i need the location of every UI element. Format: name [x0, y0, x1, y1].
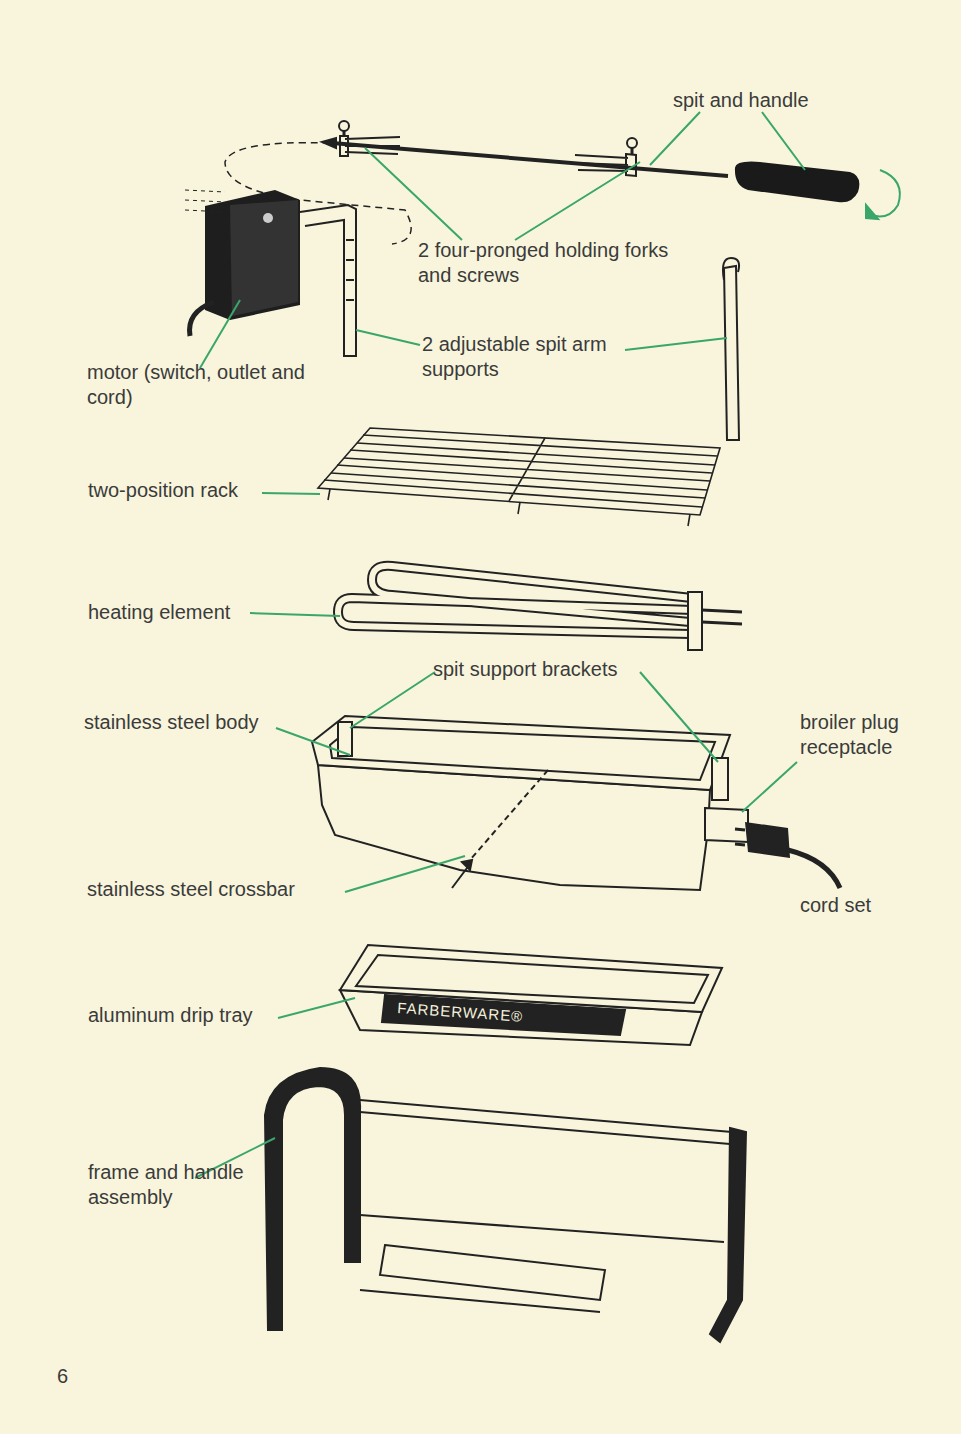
rotation-curve	[868, 170, 900, 217]
frame-plate	[380, 1245, 605, 1300]
part-label: spit and handle	[673, 88, 809, 113]
part-label: stainless steel crossbar	[87, 877, 295, 902]
body	[312, 716, 748, 890]
right-arm-hook	[723, 258, 739, 280]
page-number: 6	[57, 1364, 68, 1389]
leader-line	[345, 856, 465, 892]
part-label: two-position rack	[88, 478, 238, 503]
leader-line	[365, 148, 640, 240]
part-label: spit support brackets	[433, 657, 618, 682]
element-terminal	[688, 592, 702, 650]
part-label: broiler plug receptacle	[800, 710, 925, 760]
body-rim	[312, 716, 730, 790]
element-tube-inner	[338, 566, 692, 634]
spit-rod	[332, 143, 728, 176]
fork-screw-head	[627, 138, 637, 148]
leader-line	[250, 613, 340, 616]
plug-receptacle	[705, 808, 748, 842]
rotation-arrow	[866, 170, 900, 219]
motor	[185, 190, 300, 336]
part-label: motor (switch, outlet and cord)	[87, 360, 337, 410]
part-label: frame and handle assembly	[88, 1160, 268, 1210]
motor-body	[205, 190, 300, 320]
motor-outlet	[263, 213, 273, 223]
leader-line	[262, 493, 320, 494]
spit-handle	[735, 162, 859, 203]
cord-set	[735, 822, 840, 888]
spit-assembly	[225, 121, 859, 244]
leader-line	[350, 672, 718, 762]
spit-arm-supports	[300, 205, 739, 440]
frame-handle	[265, 1068, 360, 1330]
leader-line	[650, 112, 805, 170]
left-arm-support	[300, 205, 356, 356]
drip-tray	[340, 945, 722, 1045]
rack	[318, 428, 720, 526]
rack-feet	[328, 489, 690, 526]
part-label: 2 four-pronged holding forks and screws	[418, 238, 678, 288]
leader-line	[742, 762, 797, 812]
cord-plug	[745, 822, 790, 858]
rack-wires	[324, 435, 717, 507]
brand-mark: FARBERWARE®	[397, 998, 524, 1026]
part-label: heating element	[88, 600, 230, 625]
part-label: aluminum drip tray	[88, 1003, 253, 1028]
motor-cord	[190, 302, 215, 336]
fork-screw-head	[339, 121, 349, 131]
support-bracket	[712, 758, 728, 800]
frame-end	[710, 1128, 746, 1342]
crossbar	[470, 770, 548, 860]
body-inner	[330, 727, 715, 780]
part-label: cord set	[800, 893, 871, 918]
cord-prongs	[735, 829, 745, 845]
leader-lines	[195, 112, 805, 1178]
dashed-guides	[185, 190, 225, 212]
spit-point	[322, 138, 336, 148]
rack-frame	[318, 428, 720, 515]
tray-band	[382, 995, 625, 1035]
cord	[788, 850, 840, 888]
leader-line	[276, 728, 350, 755]
part-label: stainless steel body	[84, 710, 259, 735]
frame	[265, 1068, 746, 1342]
leader-line	[200, 300, 240, 368]
frame-rods	[360, 1100, 732, 1312]
motor-face	[230, 200, 298, 316]
heating-element	[338, 566, 742, 650]
arm-notches	[346, 240, 354, 300]
element-pins	[702, 610, 742, 624]
right-arm-support	[724, 266, 739, 440]
rotation-head	[866, 205, 878, 219]
element-tube	[338, 566, 692, 634]
leader-line	[278, 998, 355, 1018]
holding-fork	[575, 154, 636, 176]
part-label: 2 adjustable spit arm supports	[422, 332, 632, 382]
crossbar-arrow	[452, 860, 472, 888]
